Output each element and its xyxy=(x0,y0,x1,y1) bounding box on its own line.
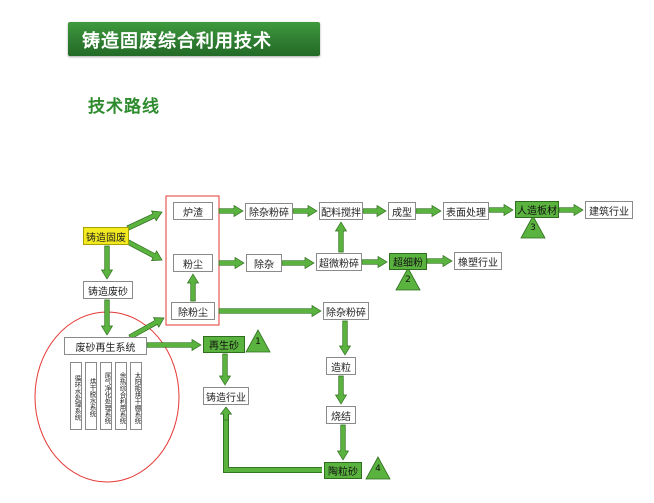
page-title: 铸造固废综合利用技术 xyxy=(82,31,272,52)
arrow-waste-to-waste-sand xyxy=(100,245,114,280)
arrow-waste-sand-to-regen xyxy=(100,299,114,336)
arrow-ultrafine-to-powder xyxy=(361,255,388,269)
arrow-molding-to-surface xyxy=(415,204,442,218)
title-banner: 铸造固废综合利用技术 xyxy=(68,22,320,56)
arrow-regen-to-regen-sand xyxy=(146,338,202,352)
node-impurity-removal: 除杂 xyxy=(246,254,282,272)
arrow-crushing-2-to-granulation xyxy=(338,320,352,356)
node-impurity-crushing-1: 除杂粉碎 xyxy=(245,203,293,220)
arrow-waste-to-slag xyxy=(126,210,163,231)
markers xyxy=(245,215,546,480)
arrow-ceramsite-to-foundry-line xyxy=(223,414,322,473)
arrow-sintering-to-ceramsite xyxy=(336,424,350,461)
arrow-impurity-removal-to-ultrafine xyxy=(281,256,315,270)
arrow-mixing-to-molding xyxy=(362,204,387,218)
node-batching-mixing: 配料搅拌 xyxy=(319,202,363,220)
node-granulation: 造粒 xyxy=(326,357,356,375)
sub-waste-heat: 余热综合利用系统 xyxy=(115,362,127,430)
arrow-dust-removal-to-dust xyxy=(186,273,200,302)
arrow-surface-to-board xyxy=(488,203,514,217)
node-foundry-industry: 铸造行业 xyxy=(203,387,249,405)
marker-3-label: 3 xyxy=(530,223,536,233)
node-foundry-waste: 铸造固废 xyxy=(83,227,129,245)
arrow-board-to-building xyxy=(558,203,584,217)
arrow-powder-to-rubber xyxy=(426,254,453,268)
node-surface-treatment: 表面处理 xyxy=(443,202,489,220)
marker-2-label: 2 xyxy=(405,275,411,285)
arrow-granulation-to-sintering xyxy=(334,375,348,405)
node-regen-sand: 再生砂 xyxy=(203,336,245,353)
arrow-waste-to-dust xyxy=(126,239,163,261)
node-impurity-crushing-2: 除杂粉碎 xyxy=(323,302,369,320)
arrow-regen-to-dust-removal xyxy=(128,317,165,340)
sub-exhaust: 尾气净化处理系统 xyxy=(100,362,112,430)
node-slag: 炉渣 xyxy=(173,202,213,220)
node-regen-system: 废砂再生系统 xyxy=(64,337,147,355)
marker-2-triangle xyxy=(395,267,421,291)
sub-drying: 烘干脱水系统 xyxy=(85,362,97,430)
arrow-slag-to-crushing-1 xyxy=(218,204,244,218)
arrow-crushing-1-to-mixing xyxy=(292,204,318,218)
arrow-ceramsite-to-foundry-head xyxy=(219,406,233,421)
arrow-dust-to-impurity-removal xyxy=(218,256,245,270)
arrow-ceramsite-to-foundry-line-outline xyxy=(223,414,322,473)
node-molding: 成型 xyxy=(388,202,416,220)
node-building-industry: 建筑行业 xyxy=(585,201,633,219)
node-waste-sand: 铸造废砂 xyxy=(83,281,133,299)
arrow-ultrafine-to-mixing xyxy=(334,221,348,253)
marker-4-triangle xyxy=(365,456,391,480)
marker-3-triangle xyxy=(520,215,546,239)
marker-1-label: 1 xyxy=(255,337,261,347)
flow-arrows xyxy=(100,203,584,473)
marker-1-triangle xyxy=(245,329,271,353)
sub-circulating-water: 循环水处理系统 xyxy=(70,362,82,430)
arrow-regen-sand-to-foundry xyxy=(218,353,232,386)
arrow-dust-removal-to-crushing-2 xyxy=(218,304,322,318)
sub-solar: 太阳能烘干棚系统 xyxy=(130,362,142,430)
node-sintering: 烧结 xyxy=(326,406,356,424)
node-artificial-board: 人造板材 xyxy=(515,201,559,218)
marker-4-label: 4 xyxy=(375,464,381,474)
node-ceramsite-sand: 陶粒砂 xyxy=(324,462,362,479)
node-rubber-plastic: 橡塑行业 xyxy=(454,252,502,270)
node-ultrafine-crushing: 超微粉碎 xyxy=(316,253,362,271)
section-heading: 技术路线 xyxy=(88,97,160,117)
node-ultrafine-powder: 超细粉 xyxy=(389,253,427,270)
node-dust: 粉尘 xyxy=(173,254,213,272)
node-dust-removal: 除粉尘 xyxy=(171,302,215,320)
